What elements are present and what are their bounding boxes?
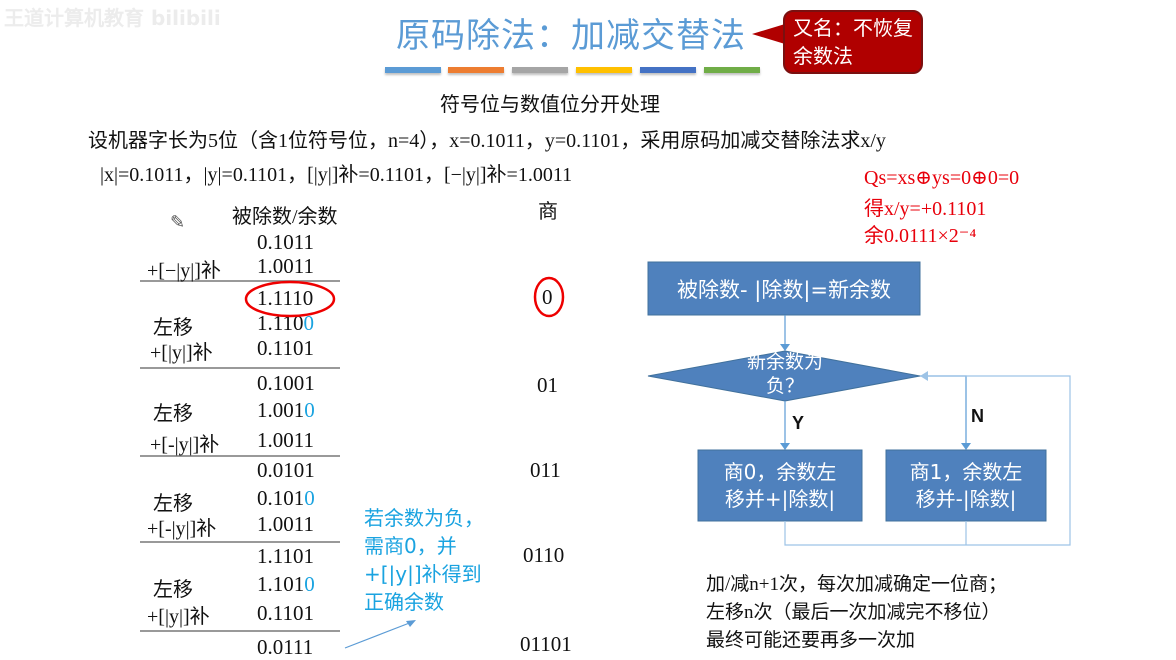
divider <box>140 630 340 632</box>
note-arrow <box>344 621 413 649</box>
op-label: 左移 <box>153 403 193 425</box>
summary-line: 加/减n+1次，每次加减确定一位商； <box>706 574 1007 595</box>
pencil-icon[interactable]: ✎ <box>170 212 186 232</box>
table-number: 0.0101 <box>257 458 315 482</box>
op-label: +[-|y|]补 <box>150 434 220 456</box>
divider <box>140 280 340 282</box>
table-number: 1.0010 <box>257 398 315 422</box>
callout-tail <box>752 24 785 44</box>
subtitle: 符号位与数值位分开处理 <box>440 92 660 116</box>
op-label: +[−|y|]补 <box>147 260 221 282</box>
flow-yes-label: Y <box>792 413 805 433</box>
red-circle-remainder <box>244 280 336 318</box>
flow-decision-text: 新余数为 负？ <box>648 350 922 398</box>
note-line: +[|y|]补得到 <box>364 562 482 586</box>
divider <box>140 367 340 369</box>
flow-yes-box <box>697 449 863 522</box>
slide-title: 原码除法：加减交替法 <box>396 16 746 56</box>
yes-box-line: 移并+|除数| <box>724 487 836 511</box>
table-number: 1.0011 <box>257 428 314 452</box>
op-label: 左移 <box>153 317 193 339</box>
table-number: 0.1011 <box>257 230 314 254</box>
decision-line: 新余数为 <box>746 351 823 373</box>
note-line: 正确余数 <box>364 590 444 614</box>
decision-line: 负？ <box>765 375 804 397</box>
red-circle-quotient <box>533 276 565 318</box>
problem-statement: 设机器字长为5位（含1位符号位，n=4），x=0.1011，y=0.1101，采… <box>88 130 886 152</box>
quotient-value: 01 <box>537 373 558 397</box>
callout-alias: 又名：不恢复余数法 <box>783 10 923 74</box>
note-line: 若余数为负， <box>364 506 484 530</box>
table-number: 0.1101 <box>257 601 314 625</box>
op-label: +[|y|]补 <box>150 342 213 364</box>
table-number: 1.1110 <box>257 286 314 310</box>
title-bar-6 <box>704 67 760 73</box>
table-number: 0.1010 <box>257 486 315 510</box>
flow-no-box <box>885 449 1047 522</box>
title-bar-3 <box>512 67 568 73</box>
annotation-note: 若余数为负， 需商0，并 +[|y|]补得到 正确余数 <box>364 504 484 616</box>
op-label: 左移 <box>153 579 193 601</box>
op-label: +[|y|]补 <box>147 606 210 628</box>
no-box-line: 移并-|除数| <box>915 487 1017 511</box>
flow-no-text: 商1，余数左 移并-|除数| <box>886 459 1046 513</box>
divider <box>140 541 340 543</box>
flow-no-label: N <box>971 406 984 426</box>
quotient-value: 0110 <box>523 543 565 567</box>
op-label: 左移 <box>153 493 193 515</box>
result-quotient: 得x/y=+0.1101 <box>864 198 987 220</box>
quotient-value: 011 <box>530 458 561 482</box>
title-bar-1 <box>385 67 441 73</box>
table-number: 1.1010 <box>257 572 315 596</box>
result-sign: Qs=xs⊕ys=0⊕0=0 <box>864 167 1020 189</box>
table-number: 0.1001 <box>257 371 315 395</box>
result-remainder: 余0.0111×2⁻⁴ <box>864 225 977 247</box>
table-number: 1.0011 <box>257 512 314 536</box>
yes-box-line: 商0，余数左 <box>723 460 837 484</box>
watermark: 王道计算机教育 bilibili <box>4 6 221 30</box>
summary-line: 左移n次（最后一次加减完不移位） <box>706 602 1001 623</box>
flow-yes-text: 商0，余数左 移并+|除数| <box>698 459 862 513</box>
quotient-value: 0 <box>542 285 553 309</box>
note-line: 需商0，并 <box>364 534 457 558</box>
summary-line: 最终可能还要再多一次加 <box>706 630 916 651</box>
table-number: 0.1101 <box>257 336 314 360</box>
given-values: |x|=0.1011，|y|=0.1101，[|y|]补=0.1101，[−|y… <box>100 164 573 186</box>
title-bar-4 <box>576 67 632 73</box>
header-dividend: 被除数/余数 <box>232 206 338 228</box>
table-number: 1.0011 <box>257 254 314 278</box>
flow-step-box <box>647 261 921 316</box>
header-quotient: 商 <box>538 201 558 223</box>
flow-step-text: 被除数- |除数|=新余数 <box>677 278 891 302</box>
title-bar-2 <box>448 67 504 73</box>
title-bar-5 <box>640 67 696 73</box>
quotient-value: 01101 <box>520 632 572 656</box>
table-number: 1.1101 <box>257 544 314 568</box>
op-label: +[-|y|]补 <box>147 518 217 540</box>
no-box-line: 商1，余数左 <box>909 460 1023 484</box>
divider <box>140 455 340 457</box>
